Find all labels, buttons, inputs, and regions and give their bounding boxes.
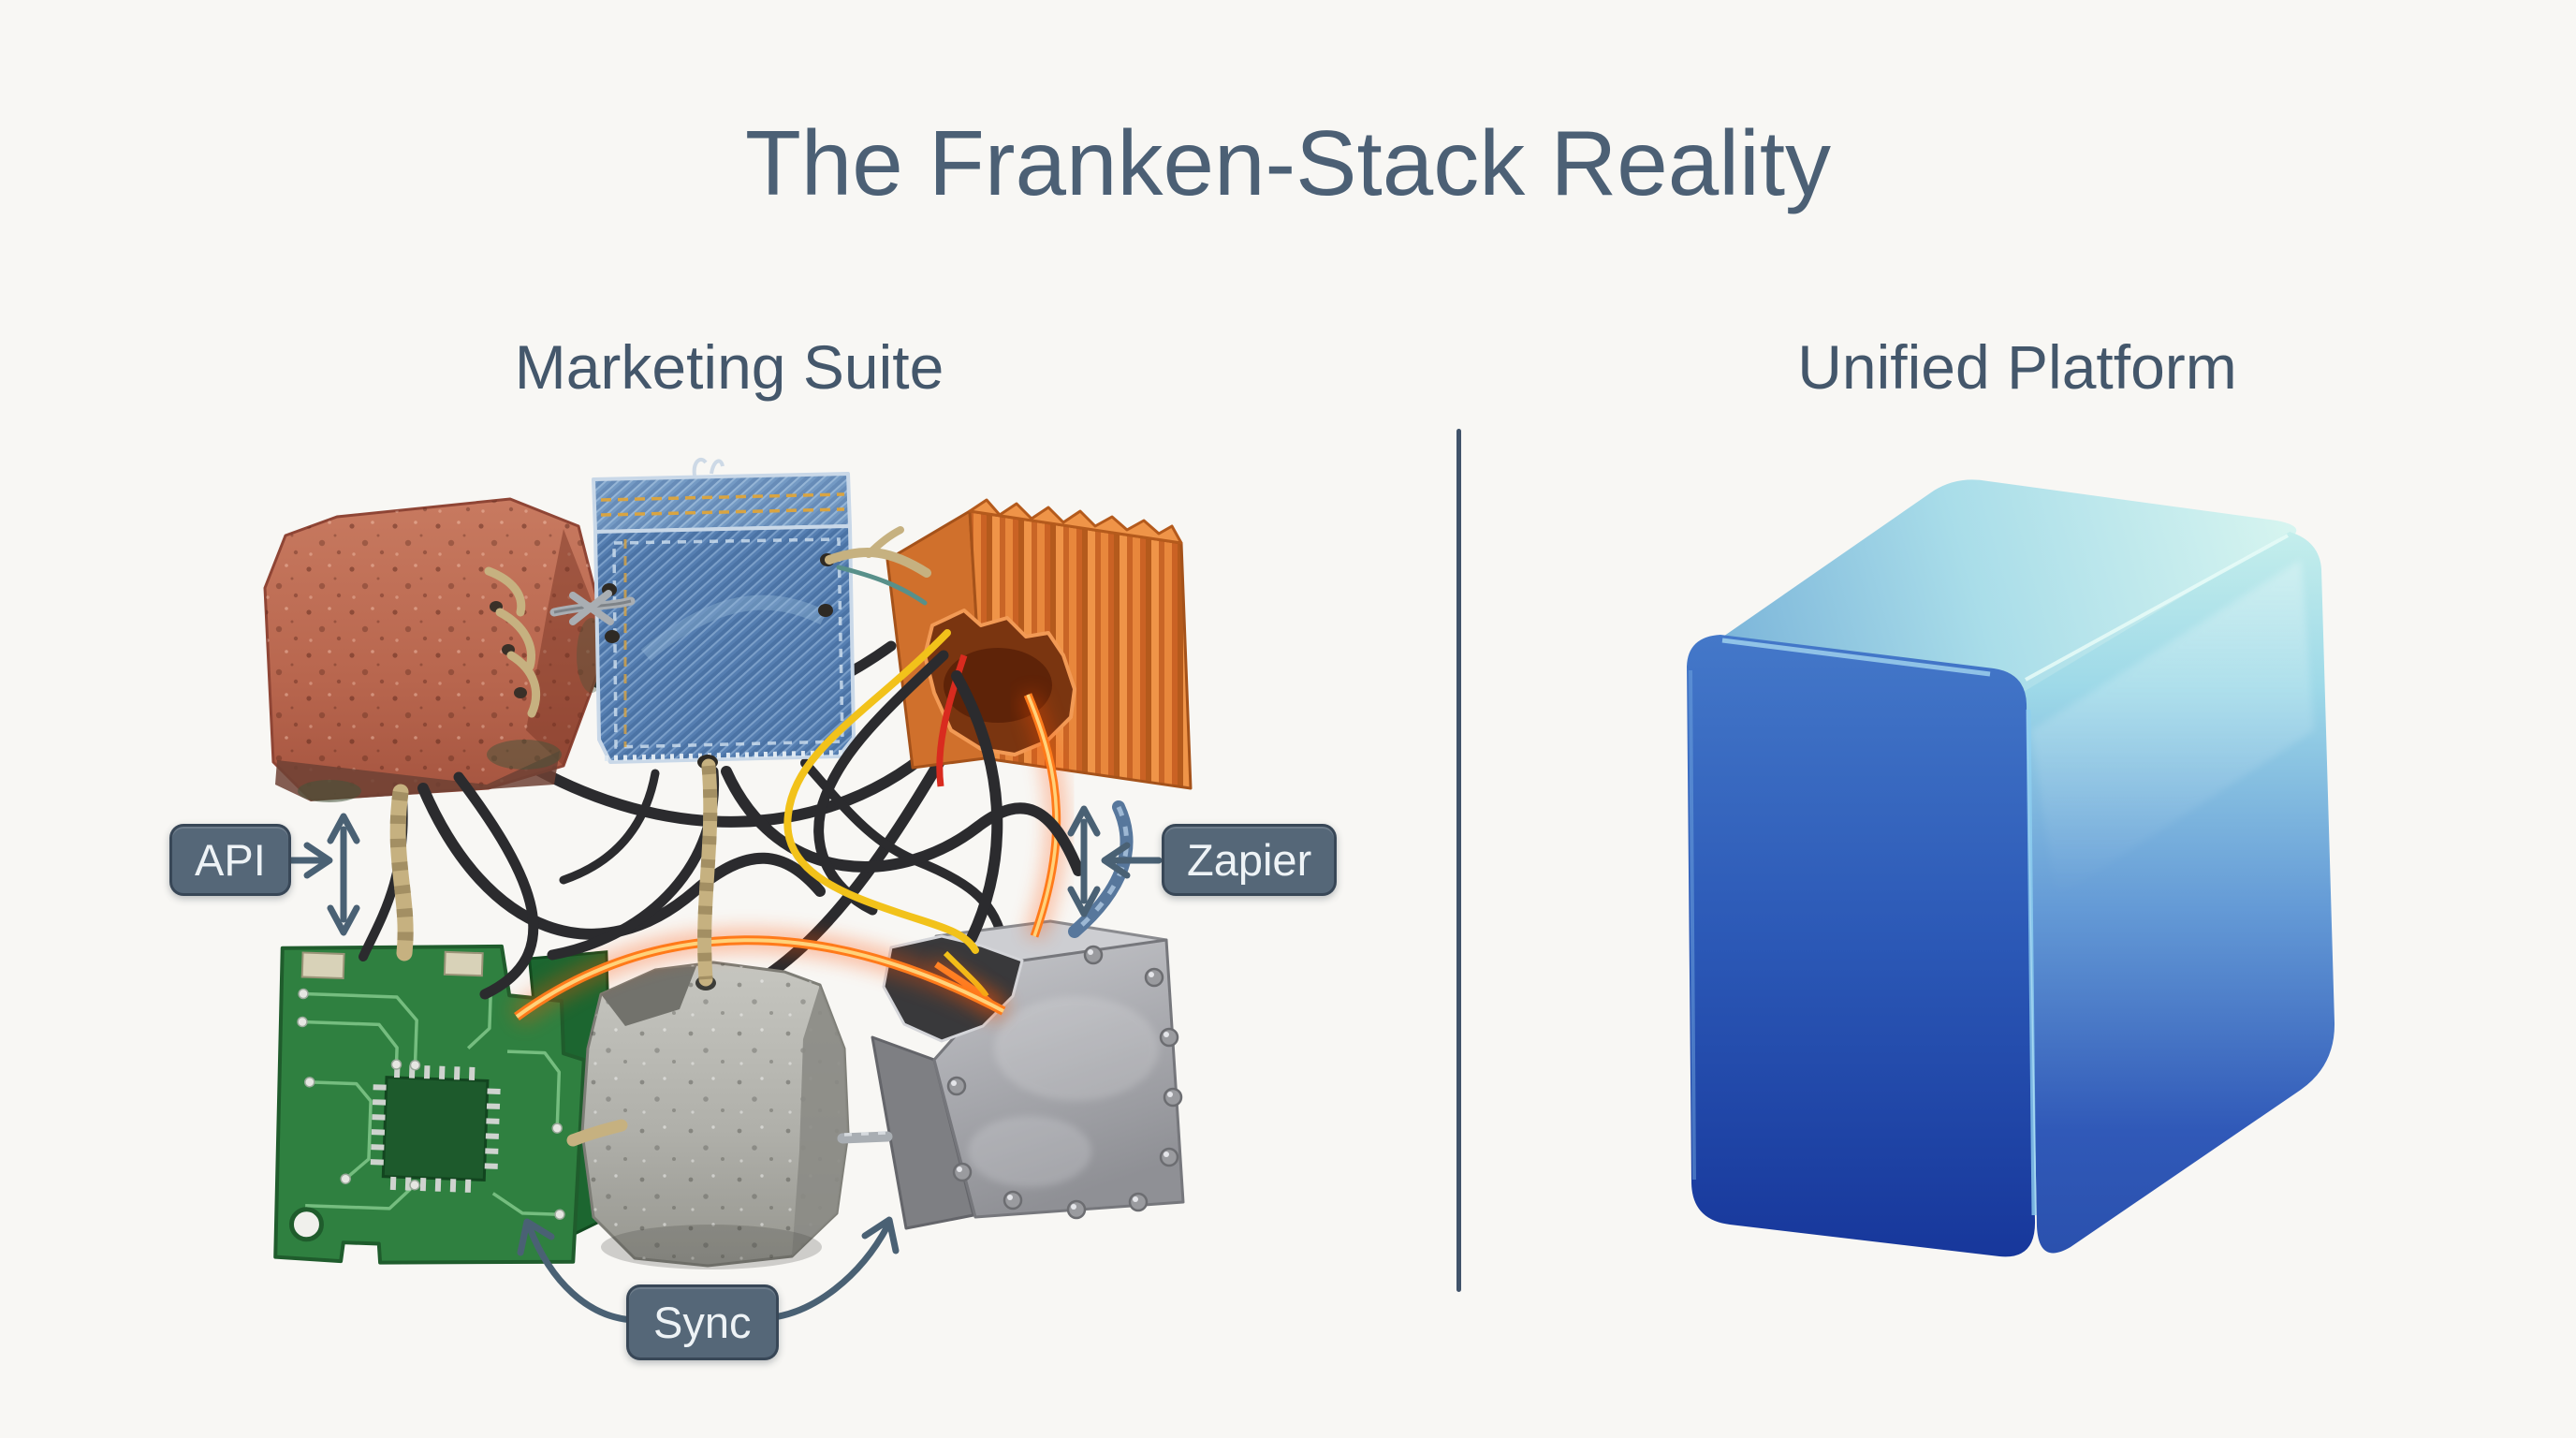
page-title: The Franken-Stack Reality — [744, 111, 1832, 214]
zapier-double-arrow — [1067, 805, 1101, 917]
cube-front-face — [1687, 635, 2036, 1257]
sync-arrow-right — [762, 1216, 900, 1322]
zapier-label-badge: Zapier — [1162, 824, 1338, 896]
sync-arrow-left — [517, 1218, 638, 1324]
annotation-arrows — [270, 805, 1163, 1324]
cube-top-face — [1696, 479, 2297, 698]
sync-label-badge: Sync — [626, 1284, 779, 1360]
glow-wires — [509, 653, 1066, 1026]
corrugated-block — [886, 498, 1193, 790]
api-label-badge: API — [169, 824, 291, 896]
right-column-heading: Unified Platform — [1797, 332, 2237, 402]
section-divider — [1456, 429, 1461, 1292]
cube-side-sheen — [2031, 560, 2314, 899]
zapier-arrow — [1101, 842, 1163, 879]
marketing-suite-cluster — [263, 457, 1193, 1324]
brick-block — [263, 497, 610, 802]
api-double-arrow — [327, 813, 360, 936]
denim-block — [592, 457, 856, 770]
left-column-heading: Marketing Suite — [514, 332, 944, 402]
unified-cube — [1687, 479, 2335, 1257]
concrete-block — [580, 961, 850, 1269]
